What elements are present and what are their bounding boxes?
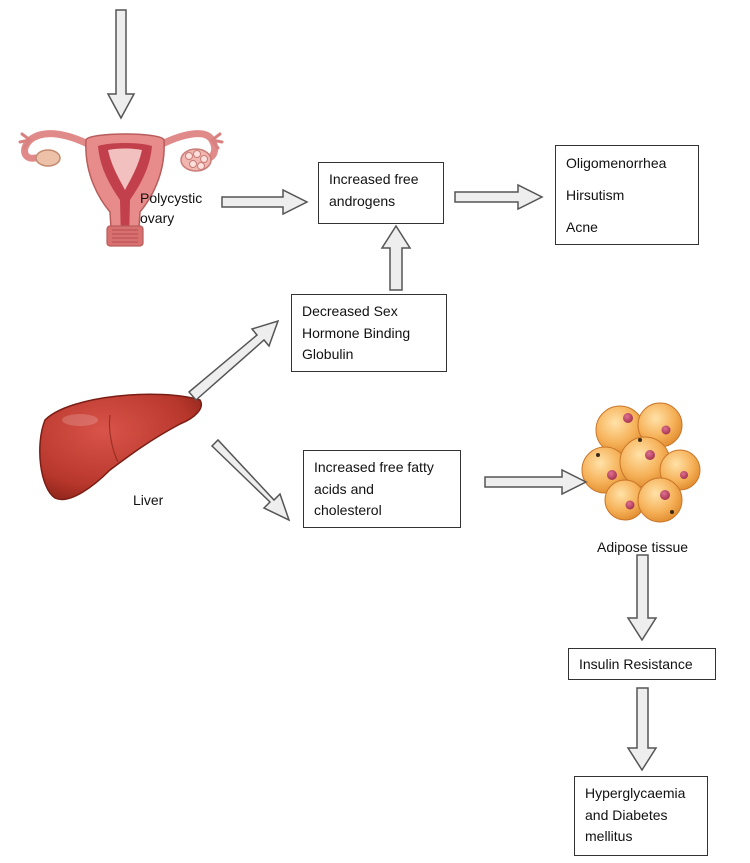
adipose-tissue-label: Adipose tissue	[597, 539, 689, 555]
uterus-ovary-icon	[18, 130, 224, 247]
ffa-line-3: cholesterol	[314, 502, 382, 519]
symptom-hirsutism: Hirsutism	[566, 187, 625, 203]
symptom-oligomenorrhea: Oligomenorrhea	[566, 155, 667, 171]
arrow-liver-to-ffa	[210, 438, 291, 522]
hyper-line-1: Hyperglycaemia	[585, 785, 686, 801]
arrow-liver-to-shbg	[187, 319, 280, 402]
shbg-line-2: Hormone Binding	[302, 324, 411, 341]
arrow-adipose-to-insulin	[626, 554, 658, 642]
hyper-line-2: and Diabetes	[585, 806, 668, 823]
insulin-line-1: Insulin Resistance	[579, 656, 693, 672]
liver-icon	[39, 393, 202, 501]
arrow-down-into-uterus	[106, 9, 136, 120]
ffa-line-1: Increased free fatty	[314, 459, 434, 475]
ffa-line-2: acids and	[314, 480, 374, 497]
ovary-label-line-1: Polycystic	[140, 190, 203, 206]
increased-free-androgens-box: Increased free androgens	[318, 162, 444, 224]
insulin-resistance-box: Insulin Resistance	[568, 648, 716, 680]
arrow-insulin-to-hyper	[626, 687, 658, 772]
ovary-label: Polycystic ovary	[140, 188, 202, 229]
shbg-line-3: Globulin	[302, 346, 354, 363]
ovary-label-line-2: ovary	[140, 210, 175, 227]
adipose-tissue-icon	[581, 402, 701, 523]
shbg-line-1: Decreased Sex	[302, 303, 398, 319]
decreased-shbg-box: Decreased Sex Hormone Binding Globulin	[291, 294, 447, 372]
arrow-shbg-to-androgens	[380, 224, 412, 291]
hyperglycaemia-box: Hyperglycaemia and Diabetes mellitus	[574, 776, 708, 856]
androgens-line-1: Increased free	[329, 171, 419, 187]
liver-label: Liver	[133, 492, 164, 508]
increased-ffa-box: Increased free fatty acids and cholester…	[303, 450, 461, 528]
symptom-acne: Acne	[566, 219, 598, 235]
hyper-line-3: mellitus	[585, 828, 633, 845]
arrow-ffa-to-adipose	[484, 468, 588, 496]
symptoms-box: Oligomenorrhea Hirsutism Acne	[555, 145, 699, 245]
androgens-line-2: androgens	[329, 192, 396, 209]
arrow-ovary-to-androgens	[221, 188, 309, 216]
arrow-androgens-to-symptoms	[454, 183, 544, 211]
